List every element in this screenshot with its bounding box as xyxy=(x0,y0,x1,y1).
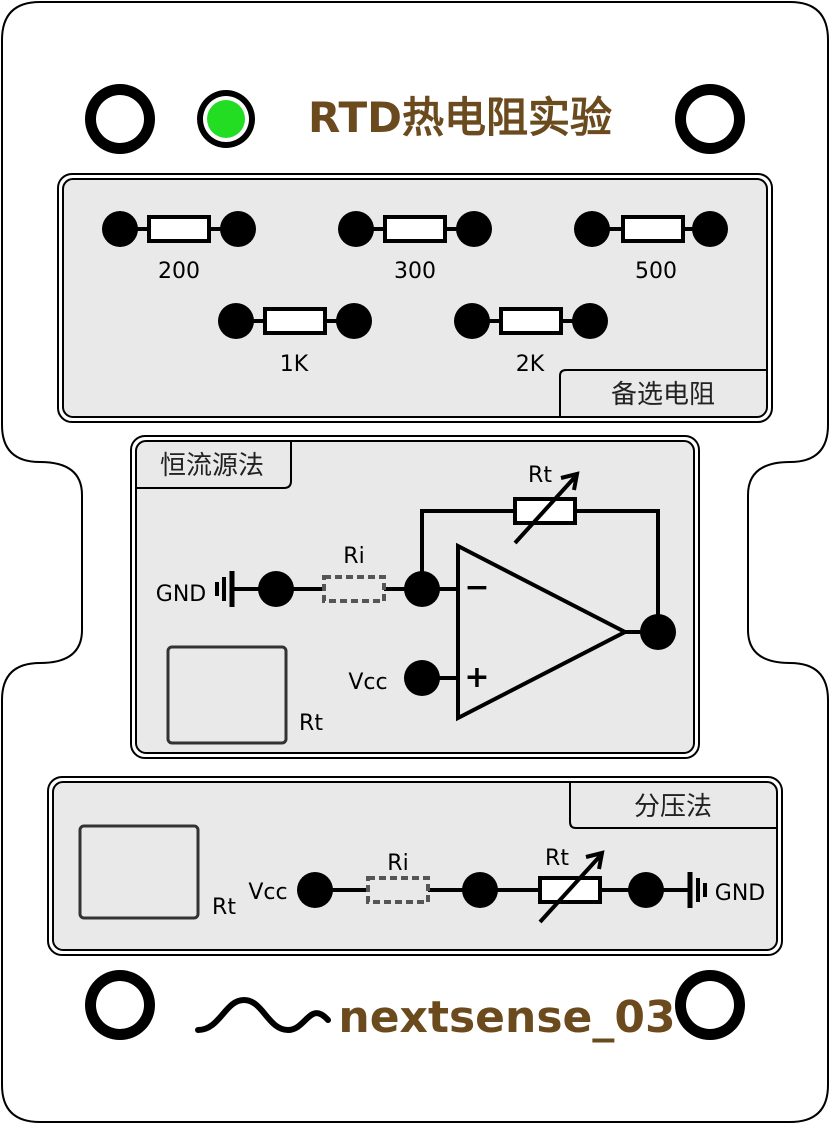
cc-terminal-gnd[interactable] xyxy=(258,571,294,607)
brand-text: nextsense_03 xyxy=(338,992,675,1043)
terminal-500-left[interactable] xyxy=(574,211,610,247)
sine-wave-icon xyxy=(195,996,331,1034)
cc-rt-variable-resistor xyxy=(513,471,580,545)
divider-ri-label: Ri xyxy=(387,851,408,876)
cc-terminal-inverting[interactable] xyxy=(404,571,440,607)
terminal-1k-left[interactable] xyxy=(218,303,254,339)
resistor-label-1k: 1K xyxy=(280,352,309,377)
cc-rt-label: Rt xyxy=(528,463,552,488)
board-title: RTD热电阻实验 xyxy=(308,93,612,142)
constant-current-panel: 恒流源法 GND Ri Rt − + xyxy=(130,435,700,759)
cc-gnd-label: GND xyxy=(156,582,206,607)
ground-icon xyxy=(215,571,235,607)
cc-ri-resistor xyxy=(322,575,386,603)
divider-rt-socket[interactable] xyxy=(78,824,200,920)
terminal-300-right[interactable] xyxy=(456,211,492,247)
divider-terminal-vcc[interactable] xyxy=(297,872,333,908)
divider-terminal-mid[interactable] xyxy=(462,872,498,908)
constant-current-label: 恒流源法 xyxy=(160,451,264,481)
cc-terminal-output[interactable] xyxy=(640,614,676,650)
mount-hole-bottom-right xyxy=(675,970,745,1040)
cc-vcc-label: Vcc xyxy=(348,670,387,695)
terminal-2k-left[interactable] xyxy=(454,303,490,339)
divider-panel: 分压法 Ri Rt GND Vcc Rt xyxy=(47,776,783,956)
resistor-300 xyxy=(356,215,474,243)
resistor-2k xyxy=(472,307,590,335)
terminal-2k-right[interactable] xyxy=(572,303,608,339)
op-amp-plus: + xyxy=(464,660,489,695)
resistor-label-200: 200 xyxy=(158,259,200,284)
resistor-200 xyxy=(120,215,238,243)
cc-terminal-vcc[interactable] xyxy=(404,660,440,696)
resistor-bank-label: 备选电阻 xyxy=(611,380,715,410)
divider-terminal-gnd[interactable] xyxy=(628,872,664,908)
power-led-icon xyxy=(197,90,255,148)
resistor-label-300: 300 xyxy=(394,259,436,284)
divider-socket-label: Rt xyxy=(212,895,236,920)
mount-hole-bottom-left xyxy=(85,970,155,1040)
cc-rt-socket[interactable] xyxy=(166,645,288,745)
divider-rt-variable-resistor xyxy=(538,850,605,924)
cc-ri-label: Ri xyxy=(343,544,364,569)
ground-icon xyxy=(687,872,707,908)
divider-ri-resistor xyxy=(366,876,430,904)
divider-rt-label: Rt xyxy=(545,846,569,871)
terminal-500-right[interactable] xyxy=(692,211,728,247)
op-amp-minus: − xyxy=(464,570,489,605)
resistor-1k xyxy=(236,307,354,335)
resistor-bank-panel: 备选电阻 200 300 500 1K xyxy=(57,173,773,423)
mount-hole-top-left xyxy=(85,84,155,154)
mount-hole-top-right xyxy=(675,84,745,154)
terminal-300-left[interactable] xyxy=(338,211,374,247)
terminal-200-left[interactable] xyxy=(102,211,138,247)
divider-vcc-label: Vcc xyxy=(248,880,287,905)
terminal-1k-right[interactable] xyxy=(336,303,372,339)
cc-socket-label: Rt xyxy=(299,711,323,736)
divider-gnd-label: GND xyxy=(715,881,765,906)
divider-label: 分压法 xyxy=(634,792,712,822)
terminal-200-right[interactable] xyxy=(220,211,256,247)
resistor-label-500: 500 xyxy=(635,259,677,284)
resistor-label-2k: 2K xyxy=(516,352,545,377)
resistor-500 xyxy=(592,215,710,243)
op-amp xyxy=(456,542,630,722)
